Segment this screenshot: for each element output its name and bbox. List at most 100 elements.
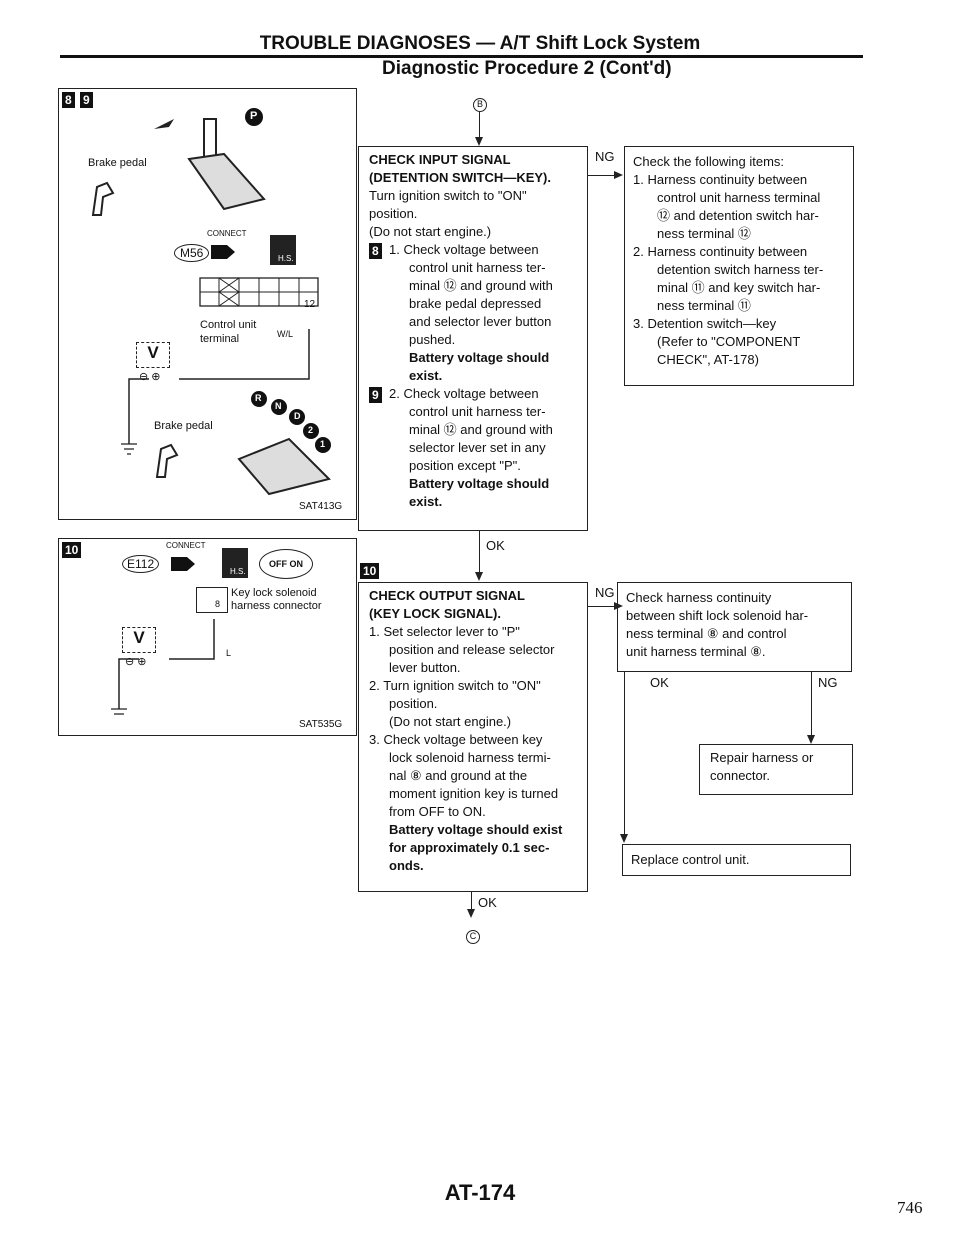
box1-line-3: (Do not start engine.) xyxy=(369,224,492,239)
entry-marker: B xyxy=(473,96,487,114)
ng1-line-1: Check the following items: xyxy=(633,154,785,169)
box1-step1: 8 1. Check voltage between control unit … xyxy=(369,241,587,385)
solenoid-connector-grid xyxy=(196,587,228,613)
voltmeter-label: V xyxy=(147,343,159,362)
figure-shift-lock-input: 8 9 Brake pedal P CONNECT M56 H.S. 12 Co… xyxy=(58,88,357,520)
step1-line-1: 1. Check voltage between xyxy=(389,242,539,257)
box2-line-4: 2. Turn ignition switch to "ON" xyxy=(369,678,541,693)
connector-m56-label: M56 xyxy=(180,246,204,260)
step2-result-1: Battery voltage should xyxy=(409,476,550,491)
brake-pedal-label-top: Brake pedal xyxy=(88,157,147,169)
ng2-arrow-head xyxy=(614,602,623,610)
page-code: AT-174 xyxy=(444,1180,516,1205)
entry-arrow-head xyxy=(475,137,483,146)
box2-result-2: for approximately 0.1 sec- xyxy=(389,840,550,855)
box1-heading-1: CHECK INPUT SIGNAL xyxy=(369,152,511,167)
probe-wires-2 xyxy=(111,619,215,715)
entry-marker-label: B xyxy=(473,97,487,112)
terminal-label: terminal xyxy=(200,333,240,345)
step2-line-2: control unit harness ter- xyxy=(409,404,546,419)
shift-p-label: P xyxy=(250,110,258,122)
connect-label-2: CONNECT xyxy=(166,541,206,550)
ng3-arrow-head xyxy=(807,735,815,744)
ng1-line-10: 3. Detention switch—key xyxy=(633,316,777,331)
box1-line-1: Turn ignition switch to "ON" xyxy=(369,188,527,203)
hs-icon-2: H.S. xyxy=(222,548,248,578)
terminal-12-label: 12 xyxy=(304,299,316,310)
repair-harness-box: Repair harness or connector. xyxy=(699,744,853,795)
wire-l-label: L xyxy=(226,648,232,658)
probe-wires xyxy=(121,329,310,455)
svg-text:H.S.: H.S. xyxy=(230,567,246,576)
ok2-arrow-line xyxy=(471,892,473,910)
step1-line-4: brake pedal depressed xyxy=(409,296,542,311)
step2-line-3: minal ⑫ and ground with xyxy=(409,422,553,437)
ok-label-1: OK xyxy=(486,538,505,553)
ng1-line-6: 2. Harness continuity between xyxy=(633,244,808,259)
shift-gate-icon xyxy=(237,391,331,496)
shift-2-label: 2 xyxy=(308,425,314,435)
repair-line-2: connector. xyxy=(710,768,770,783)
box2-heading-1: CHECK OUTPUT SIGNAL xyxy=(369,588,525,603)
ng-label-3: NG xyxy=(818,675,838,690)
step2-line-5: position except "P". xyxy=(409,458,521,473)
control-unit-label: Control unit xyxy=(200,319,257,331)
check-output-signal-box: CHECK OUTPUT SIGNAL (KEY LOCK SIGNAL). 1… xyxy=(358,582,588,892)
box2-line-2: position and release selector xyxy=(389,642,555,657)
step1-line-2: control unit harness ter- xyxy=(409,260,546,275)
ng1-line-5: ness terminal ⑫ xyxy=(657,226,751,241)
ok2-arrow-head xyxy=(467,909,475,918)
connector-plug-icon xyxy=(211,245,235,259)
brake-pedal-icon-2 xyxy=(155,443,179,478)
ok3-arrow-line xyxy=(624,672,626,835)
step1-tag: 8 xyxy=(369,243,382,259)
ok-label-2: OK xyxy=(478,895,497,910)
shift-r-label: R xyxy=(255,393,262,403)
step1-line-5: and selector lever button xyxy=(409,314,552,329)
ok-label-3: OK xyxy=(650,675,669,690)
box2-line-8: lock solenoid harness termi- xyxy=(389,750,551,765)
box1-step2: 9 2. Check voltage between control unit … xyxy=(369,385,587,511)
ok3-arrow-head xyxy=(620,834,628,843)
connector-e112: E112 xyxy=(122,555,160,573)
box1-ng-check-items: Check the following items: 1. Harness co… xyxy=(624,146,854,386)
box2-line-1: 1. Set selector lever to "P" xyxy=(369,624,520,639)
voltmeter-2-label: V xyxy=(133,628,145,647)
ng1-line-3: control unit harness terminal xyxy=(657,190,821,205)
step1-line-3: minal ⑫ and ground with xyxy=(409,278,553,293)
step1-result-1: Battery voltage should xyxy=(409,350,550,365)
step1-result-2: exist. xyxy=(409,368,443,383)
box2-result-1: Battery voltage should exist xyxy=(389,822,563,837)
fig-tag-8: 8 xyxy=(62,92,75,108)
exit-marker: C xyxy=(466,928,480,946)
box2-result-3: onds. xyxy=(389,858,424,873)
box2-line-6: (Do not start engine.) xyxy=(389,714,512,729)
step1-line-6: pushed. xyxy=(409,332,456,347)
box2-line-10: moment ignition key is turned xyxy=(389,786,559,801)
ng3-arrow-line xyxy=(811,672,813,736)
replace-text: Replace control unit. xyxy=(631,852,750,867)
repair-line-1: Repair harness or xyxy=(710,750,814,765)
step2-line-4: selector lever set in any xyxy=(409,440,546,455)
ng1-arrow-line xyxy=(588,175,614,177)
ignition-off-on-icon: OFF ON xyxy=(259,549,313,579)
ok1-arrow-line xyxy=(479,531,481,573)
box2-heading-2: (KEY LOCK SIGNAL). xyxy=(369,606,501,621)
check-input-signal-box: CHECK INPUT SIGNAL (DETENTION SWITCH—KEY… xyxy=(358,146,588,531)
connect-label: CONNECT xyxy=(207,229,247,238)
ng1-line-8: minal ⑪ and key switch har- xyxy=(657,280,821,295)
ok1-arrow-head xyxy=(475,572,483,581)
ng1-line-2: 1. Harness continuity between xyxy=(633,172,808,187)
ng1-line-12: CHECK", AT-178) xyxy=(657,352,759,367)
connector-e112-label: E112 xyxy=(127,557,155,571)
ng2-line-4: unit harness terminal ⑧. xyxy=(626,644,766,659)
svg-text:H.S.: H.S. xyxy=(278,254,294,263)
figure-code-2: SAT535G xyxy=(299,719,343,730)
ng2-line-2: between shift lock solenoid har- xyxy=(626,608,809,623)
voltmeter: V xyxy=(136,342,170,368)
box2-ng-harness-check: Check harness continuity between shift l… xyxy=(617,582,852,672)
ng2-line-3: ness terminal ⑧ and control xyxy=(626,626,787,641)
ng2-arrow-line xyxy=(588,606,614,608)
fig-tag-9: 9 xyxy=(80,92,93,108)
box2-tag-10: 10 xyxy=(360,563,380,579)
